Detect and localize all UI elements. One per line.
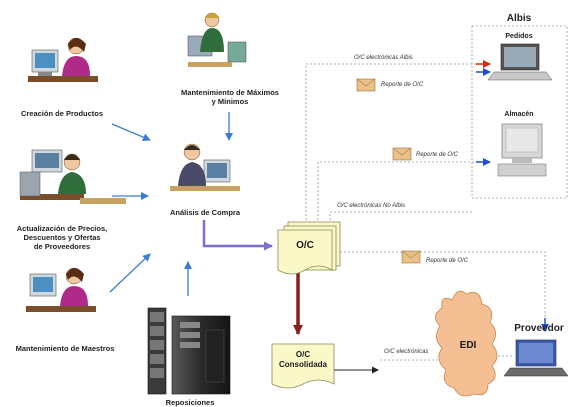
person-at-computer-icon (28, 37, 98, 82)
analisis-compra-label: Análisis de Compra (169, 208, 241, 217)
envelope-icon-2 (392, 147, 412, 161)
pedidos-label: Pedidos (505, 33, 533, 40)
consolidada-line-1: O/C (295, 350, 311, 359)
analisis-to-oc-arrow (202, 220, 273, 251)
dotted-lines (305, 63, 546, 330)
edi-label: EDI (459, 340, 477, 351)
server-tower-icon (147, 307, 231, 395)
almacen-label: Almacén (504, 111, 534, 118)
annotation-reporte-2: Reporte de O/C (416, 152, 459, 158)
annotation-oc-albis: O/C electrónicas Albis (354, 55, 413, 61)
desktop-computer-icon (497, 123, 547, 177)
albis-title: Albis (506, 13, 532, 24)
actualizacion-line-1: Actualización de Precios, (16, 224, 108, 233)
oc-document-stack (277, 221, 341, 275)
reposiciones-label: Reposiciones (165, 398, 215, 407)
creacion-productos-label: Creación de Productos (20, 109, 104, 118)
edi-cloud (435, 290, 498, 397)
albis-box (471, 25, 568, 199)
oc-consolidada-label: O/C Consolidada (270, 350, 336, 370)
laptop-icon-2 (503, 339, 569, 377)
annotation-oc-electronicas: O/C electrónicas (384, 349, 429, 355)
envelope-icon (356, 78, 376, 92)
consolidada-line-2: Consolidada (278, 360, 327, 369)
actualizacion-line-2: Descuentos y Ofertas (23, 233, 101, 242)
mantenimiento-maxmin-label: Mantenimiento de Máximos y Mínimos (160, 88, 300, 106)
oc-label: O/C (296, 240, 314, 251)
oc-consolidada-document (271, 343, 335, 389)
annotation-reporte-1: Reporte de O/C (381, 82, 424, 88)
annotation-reporte-3: Reporte de O/C (426, 258, 469, 264)
laptop-icon (487, 43, 553, 81)
person-at-computer-icon-2 (26, 267, 96, 312)
person-filing-icon (187, 12, 247, 67)
actualizacion-precios-label: Actualización de Precios, Descuentos y O… (2, 224, 122, 251)
maxmin-line-2: y Mínimos (211, 97, 249, 106)
person-on-phone-icon (19, 149, 126, 204)
blue-arrows (109, 112, 233, 296)
proveedor-label: Proveedor (514, 323, 564, 334)
actualizacion-line-3: de Proveedores (33, 242, 91, 251)
envelope-icon-3 (401, 250, 421, 264)
analyst-at-desk-icon (170, 143, 240, 191)
maxmin-line-1: Mantenimiento de Máximos (181, 88, 279, 97)
mantenimiento-maestros-label: Mantenimiento de Maestros (15, 344, 115, 353)
annotation-oc-no-albis: O/C electrónicas No Albis (337, 203, 406, 209)
